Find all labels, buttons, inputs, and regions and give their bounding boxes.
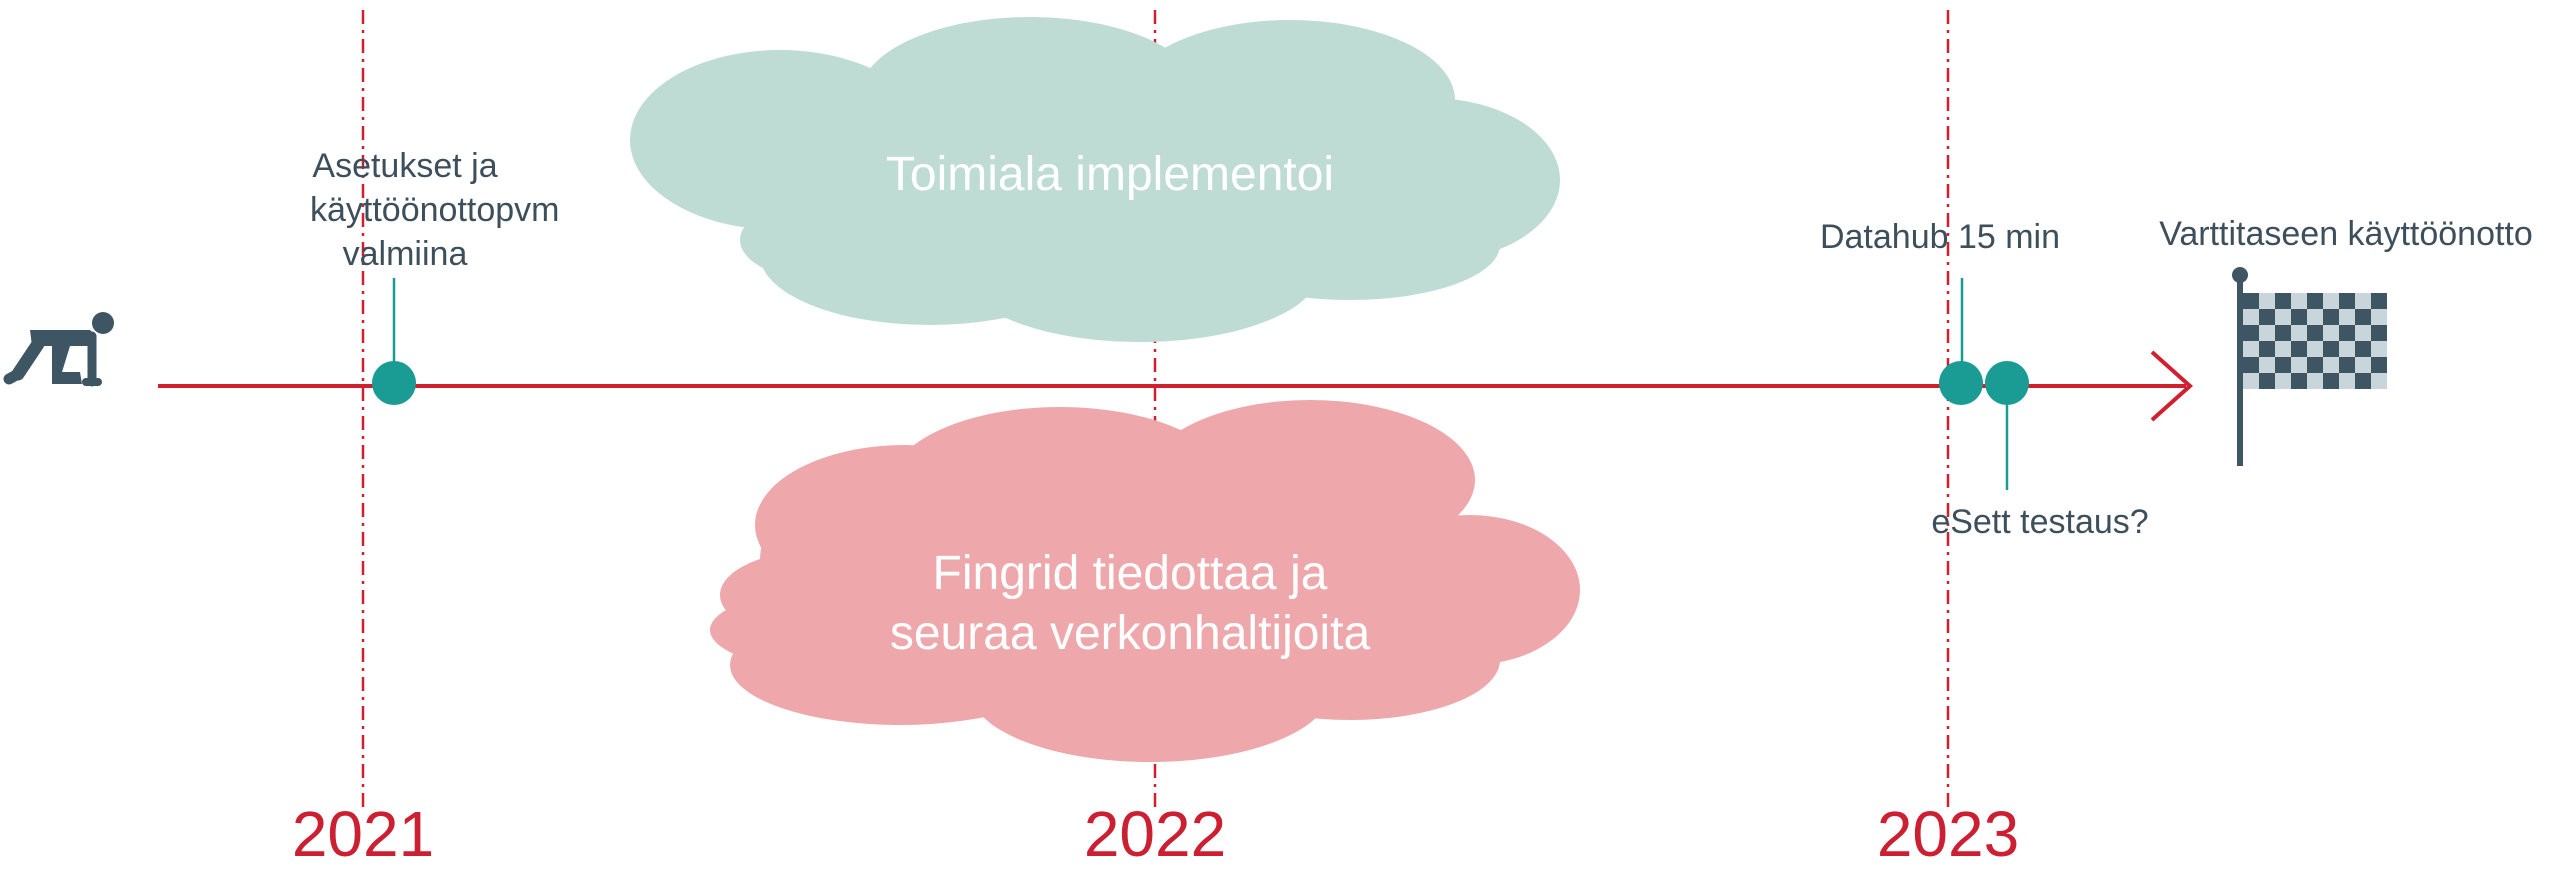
year-label-2023: 2023 — [1876, 798, 2020, 870]
flag-square — [2323, 309, 2339, 325]
year-label-2022: 2022 — [1083, 798, 1227, 870]
milestone-label-datahub: Datahub 15 min — [1819, 218, 2061, 256]
cloud-fingrid-label-line2: seuraa verkonhaltijoita — [889, 607, 1371, 660]
milestone-label-finish: Varttitaseen käyttöönotto — [2159, 215, 2533, 253]
flag-square — [2355, 373, 2371, 389]
flag-square — [2259, 341, 2275, 357]
flag-square — [2275, 325, 2291, 341]
milestone-label-esett: eSett testaus? — [1931, 503, 2149, 541]
flag-square — [2371, 293, 2387, 309]
checkered-flag-icon — [2232, 267, 2387, 466]
flag-square — [2371, 325, 2387, 341]
flag-square — [2275, 293, 2291, 309]
flag-square — [2355, 309, 2371, 325]
flag-square — [2339, 325, 2355, 341]
milestone-label-asetukset: Asetukset ja käyttöönottopvm valmiina — [310, 144, 560, 276]
flag-square — [2243, 325, 2259, 341]
flag-square — [2243, 293, 2259, 309]
timeline-arrowhead — [2150, 350, 2193, 422]
milestone-label-asetukset-line1: Asetukset ja — [312, 147, 498, 185]
flag-square — [2275, 357, 2291, 373]
flag-square — [2307, 293, 2323, 309]
year-label-2021: 2021 — [291, 798, 435, 870]
flag-square — [2307, 357, 2323, 373]
flag-square — [2323, 341, 2339, 357]
cloud-industry-label: Toimiala implementoi — [885, 148, 1335, 201]
flag-square — [2259, 373, 2275, 389]
milestone-dot-esett — [1985, 361, 2029, 405]
flag-square — [2323, 373, 2339, 389]
milestone-dot-asetukset — [372, 361, 416, 405]
flag-square — [2291, 309, 2307, 325]
flag-square — [2291, 341, 2307, 357]
flag-square — [2339, 357, 2355, 373]
milestone-label-asetukset-line3: valmiina — [342, 235, 468, 273]
flag-square — [2371, 357, 2387, 373]
flag-square — [2243, 357, 2259, 373]
cloud-fingrid-label-line1: Fingrid tiedottaa ja — [932, 547, 1328, 600]
milestone-dot-datahub — [1939, 361, 1983, 405]
flag-square — [2355, 341, 2371, 357]
cloud-fingrid-label: Fingrid tiedottaa ja seuraa verkonhaltij… — [800, 544, 1460, 664]
milestone-label-asetukset-line2: käyttöönottopvm — [310, 191, 560, 229]
cloud-fingrid — [710, 400, 1580, 762]
cloud-industry — [630, 17, 1560, 342]
runner-crouch-icon — [3, 312, 114, 387]
flag-square — [2291, 373, 2307, 389]
flag-square — [2307, 325, 2323, 341]
flag-square — [2259, 309, 2275, 325]
flag-square — [2339, 293, 2355, 309]
